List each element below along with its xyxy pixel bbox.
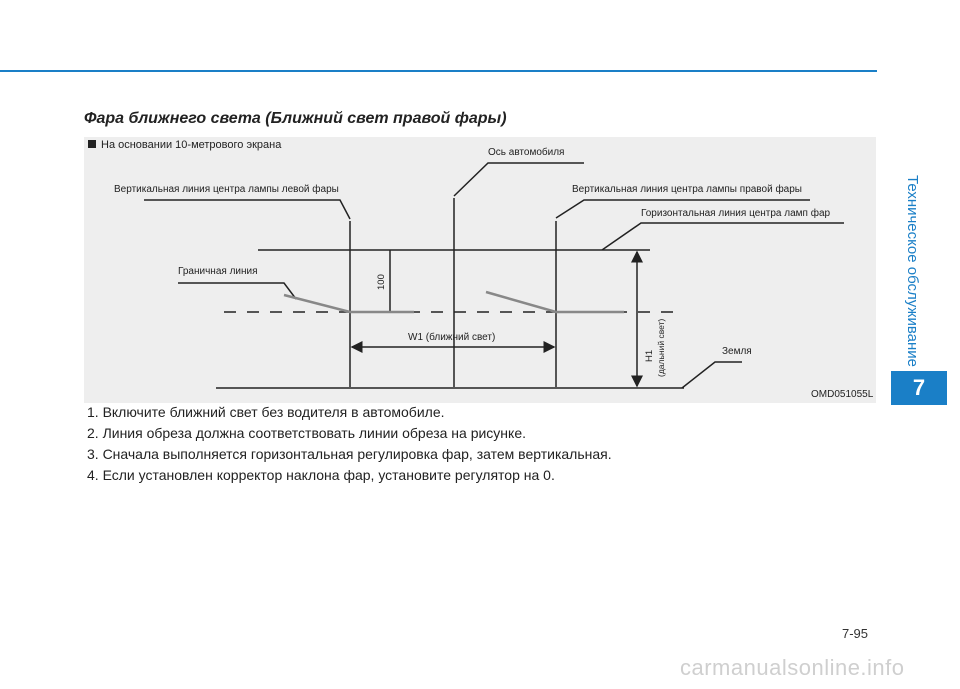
instruction-step: 4. Если установлен корректор наклона фар…: [87, 467, 555, 483]
headlamp-aim-diagram: На основании 10-метрового экрана Ось авт…: [84, 137, 876, 403]
left-cutoff-line: [283, 293, 414, 314]
right-cutoff-line: [485, 290, 624, 314]
bullet-square: [88, 140, 96, 148]
label-100: 100: [376, 274, 387, 290]
instruction-step: 2. Линия обреза должна соответствовать л…: [87, 425, 526, 441]
label-right-vertical: Вертикальная линия центра лампы правой ф…: [572, 184, 802, 195]
label-cutoff: Граничная линия: [178, 266, 258, 277]
axis-leader: [453, 162, 584, 197]
right-vertical-leader: [555, 199, 810, 219]
chapter-badge: 7: [891, 371, 947, 405]
label-horizontal: Горизонтальная линия центра ламп фар: [641, 208, 831, 219]
horizontal-leader: [601, 222, 844, 251]
section-tab: Техническое обслуживание: [904, 175, 921, 367]
instruction-step: 3. Сначала выполняется горизонтальная ре…: [87, 446, 612, 462]
figure-heading-text: На основании 10-метрового экрана: [101, 139, 282, 151]
label-vehicle-axis: Ось автомобиля: [488, 147, 565, 158]
label-left-vertical: Вертикальная линия центра лампы левой фа…: [114, 184, 339, 195]
instruction-list: 1. Включите ближний свет без водителя в …: [87, 402, 612, 486]
figure-heading: На основании 10-метрового экрана: [88, 139, 281, 151]
page-title: Фара ближнего света (Ближний свет правой…: [84, 110, 507, 127]
label-ground: Земля: [722, 346, 752, 357]
figure-code: OMD051055L: [811, 389, 874, 400]
instruction-step: 1. Включите ближний свет без водителя в …: [87, 404, 445, 420]
diagram-lines: [144, 162, 844, 389]
label-w1: W1 (ближний свет): [408, 332, 496, 343]
watermark: carmanualsonline.info: [680, 655, 905, 680]
page-number: 7-95: [842, 626, 869, 641]
left-vertical-leader: [144, 199, 351, 220]
cutoff-leader: [178, 282, 297, 300]
ground-leader: [681, 361, 742, 389]
header-rule: [0, 70, 877, 72]
label-h1: H1: [644, 349, 655, 362]
label-h1-sub: (дальний свет): [656, 318, 666, 377]
